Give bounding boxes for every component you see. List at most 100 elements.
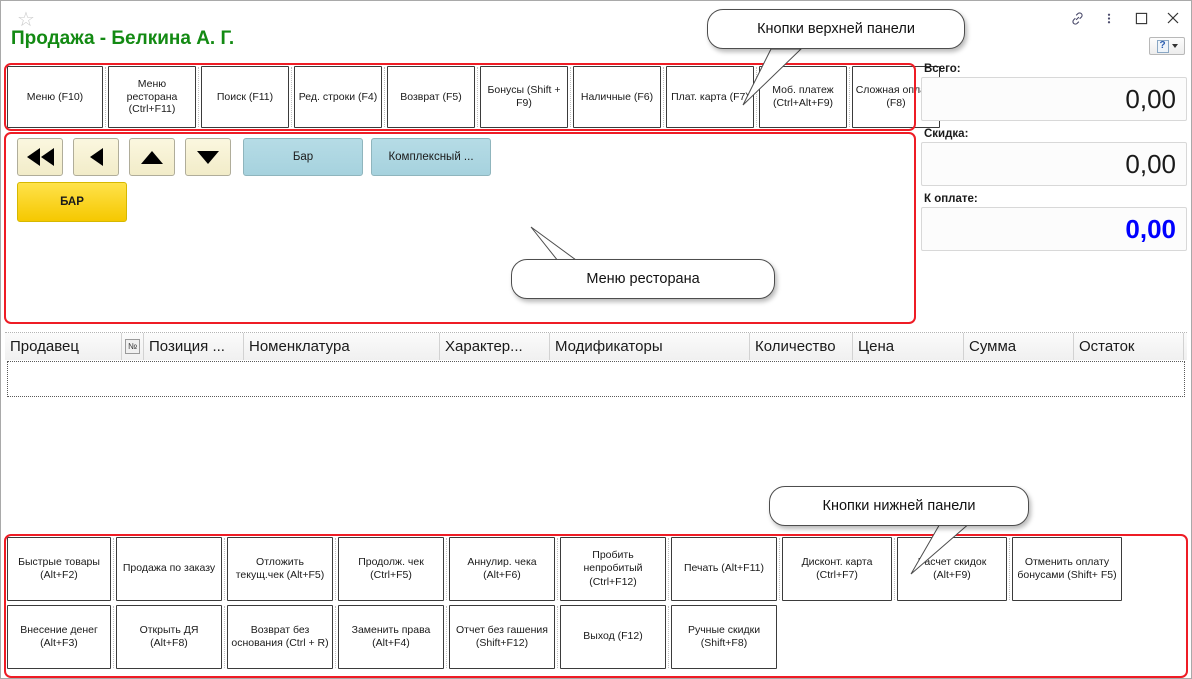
bottom-button-продолж-чек-ctrl-f5[interactable]: Продолж. чек (Ctrl+F5) [338, 537, 444, 601]
menu-group-бар[interactable]: Бар [243, 138, 363, 176]
bottom-button-продажа-по-заказу[interactable]: Продажа по заказу [116, 537, 222, 601]
menu-nav-up-button[interactable] [129, 138, 175, 176]
toolbar-button-возврат-f5[interactable]: Возврат (F5) [387, 66, 475, 128]
menu-item-бар[interactable]: БАР [17, 182, 127, 222]
bottom-toolbar-separator [113, 606, 114, 668]
toolbar-separator [384, 67, 385, 127]
totals-value-скидка[interactable]: 0,00 [921, 142, 1187, 186]
favorite-star-icon[interactable]: ☆ [17, 9, 35, 31]
bottom-button-ручные-скидки-shift-f8[interactable]: Ручные скидки (Shift+F8) [671, 605, 777, 669]
title-bar: ☆ Продажа - Белкина А. Г. [1, 1, 1191, 57]
menu-nav-prev-button[interactable] [73, 138, 119, 176]
totals-value-к-оплате[interactable]: 0,00 [921, 207, 1187, 251]
menu-group-комплексный[interactable]: Комплексный ... [371, 138, 491, 176]
bottom-toolbar-separator [335, 538, 336, 600]
page-title: Продажа - Белкина А. Г. [11, 28, 235, 49]
table-column-header-продавец[interactable]: Продавец [5, 333, 122, 360]
table-column-header-номенклатура[interactable]: Номенклатура [244, 333, 440, 360]
help-icon: ? [1156, 39, 1169, 53]
bottom-button-пробить-непробитый-ctrl-f12[interactable]: Пробить непробитый (Ctrl+F12) [560, 537, 666, 601]
callout-tail-top [742, 48, 803, 106]
totals-label-всего: Всего: [924, 63, 961, 75]
toolbar-separator [105, 67, 106, 127]
bottom-toolbar-separator [224, 606, 225, 668]
toolbar-button-поиск-f11[interactable]: Поиск (F11) [201, 66, 289, 128]
bottom-toolbar-separator [446, 606, 447, 668]
double-left-arrow-icon [26, 148, 54, 166]
bottom-toolbar-separator [668, 538, 669, 600]
menu-nav-down-button[interactable] [185, 138, 231, 176]
bottom-button-аннулир-чека-alt-f6[interactable]: Аннулир. чека (Alt+F6) [449, 537, 555, 601]
down-arrow-icon [197, 150, 219, 164]
bottom-button-заменить-права-alt-f4[interactable]: Заменить права (Alt+F4) [338, 605, 444, 669]
bottom-button-отменить-оплату-бонусами-shift-f5[interactable]: Отменить оплату бонусами (Shift+ F5) [1012, 537, 1122, 601]
up-arrow-icon [141, 150, 163, 164]
bottom-toolbar-separator [779, 538, 780, 600]
toolbar-button-меню-f10[interactable]: Меню (F10) [7, 66, 103, 128]
more-icon[interactable] [1093, 5, 1125, 31]
toolbar-button-моб-платеж-ctrl-alt-f9[interactable]: Моб. платеж (Ctrl+Alt+F9) [759, 66, 847, 128]
toolbar-button-плат-карта-f7[interactable]: Плат. карта (F7) [666, 66, 754, 128]
top-toolbar: Меню (F10)Меню ресторана (Ctrl+F11)Поиск… [7, 66, 940, 128]
totals-label-скидка: Скидка: [924, 128, 969, 140]
bottom-toolbar-separator [557, 606, 558, 668]
bottom-toolbar: Быстрые товары (Alt+F2)Продажа по заказу… [7, 537, 1185, 675]
table-body[interactable] [7, 361, 1185, 397]
close-icon[interactable] [1157, 5, 1189, 31]
toolbar-button-меню-ресторана-ctrl-f11[interactable]: Меню ресторана (Ctrl+F11) [108, 66, 196, 128]
callout-menu-panel: Меню ресторана [511, 259, 775, 299]
bottom-button-выход-f12[interactable]: Выход (F12) [560, 605, 666, 669]
bottom-toolbar-separator [894, 538, 895, 600]
chevron-down-icon [1171, 44, 1178, 48]
table-column-header-сумма[interactable]: Сумма [964, 333, 1074, 360]
bottom-button-отчет-без-гашения-shift-f12[interactable]: Отчет без гашения (Shift+F12) [449, 605, 555, 669]
table-column-header-[interactable]: № [122, 333, 144, 360]
help-button[interactable]: ? [1149, 37, 1185, 55]
menu-nav-page-back-button[interactable] [17, 138, 63, 176]
bottom-button-печать-alt-f11[interactable]: Печать (Alt+F11) [671, 537, 777, 601]
bottom-toolbar-separator [113, 538, 114, 600]
bottom-button-внесение-денег-alt-f3[interactable]: Внесение денег (Alt+F3) [7, 605, 111, 669]
bottom-toolbar-row-1: Быстрые товары (Alt+F2)Продажа по заказу… [7, 537, 1185, 601]
toolbar-separator [663, 67, 664, 127]
maximize-icon[interactable] [1125, 5, 1157, 31]
bottom-toolbar-row-2: Внесение денег (Alt+F3)Открыть ДЯ (Alt+F… [7, 605, 1185, 669]
table-column-header-остаток[interactable]: Остаток [1074, 333, 1184, 360]
left-arrow-icon [89, 148, 103, 166]
toolbar-button-ред-строки-f4[interactable]: Ред. строки (F4) [294, 66, 382, 128]
bottom-toolbar-separator [335, 606, 336, 668]
totals-value-всего[interactable]: 0,00 [921, 77, 1187, 121]
toolbar-button-наличные-f6[interactable]: Наличные (F6) [573, 66, 661, 128]
bottom-toolbar-separator [557, 538, 558, 600]
table-column-header-модификаторы[interactable]: Модификаторы [550, 333, 750, 360]
totals-label-к-оплате: К оплате: [924, 193, 978, 205]
table-column-header-цена[interactable]: Цена [853, 333, 964, 360]
callout-top-toolbar: Кнопки верхней панели [707, 9, 965, 49]
link-icon[interactable] [1061, 5, 1093, 31]
toolbar-separator [291, 67, 292, 127]
toolbar-separator [849, 67, 850, 127]
toolbar-button-бонусы-shift-f9[interactable]: Бонусы (Shift + F9) [480, 66, 568, 128]
window-controls [1061, 5, 1189, 31]
bottom-button-открыть-дя-alt-f8[interactable]: Открыть ДЯ (Alt+F8) [116, 605, 222, 669]
bottom-toolbar-separator [668, 606, 669, 668]
table-column-header-количество[interactable]: Количество [750, 333, 853, 360]
bottom-button-быстрые-товары-alt-f2[interactable]: Быстрые товары (Alt+F2) [7, 537, 111, 601]
bottom-button-отложить-текущ-чек-alt-f5[interactable]: Отложить текущ.чек (Alt+F5) [227, 537, 333, 601]
number-column-icon: № [125, 339, 140, 354]
toolbar-separator [477, 67, 478, 127]
table-column-header-характер[interactable]: Характер... [440, 333, 550, 360]
toolbar-separator [570, 67, 571, 127]
bottom-button-дисконт-карта-ctrl-f7[interactable]: Дисконт. карта (Ctrl+F7) [782, 537, 892, 601]
toolbar-separator [756, 67, 757, 127]
bottom-toolbar-separator [224, 538, 225, 600]
table-column-header-позиция[interactable]: Позиция ... [144, 333, 244, 360]
bottom-toolbar-separator [446, 538, 447, 600]
bottom-button-возврат-без-основания-ctrl-r[interactable]: Возврат без основания (Ctrl + R) [227, 605, 333, 669]
bottom-toolbar-separator [1009, 538, 1010, 600]
